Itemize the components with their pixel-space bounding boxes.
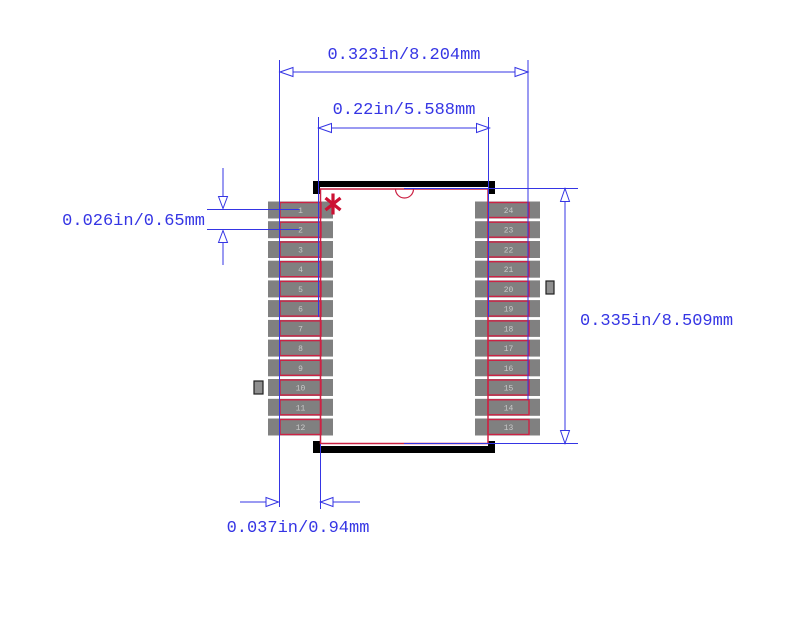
pin-number-21: 21 [504, 266, 514, 275]
pin-number-14: 14 [504, 404, 514, 413]
pad-left-11: 11 [268, 398, 333, 416]
pin-number-23: 23 [504, 227, 514, 236]
dim-overall-width-label: 0.323in/8.204mm [327, 46, 480, 65]
pad-left-6: 6 [268, 300, 333, 318]
pin1-asterisk-icon [324, 193, 342, 215]
dim-body-width-label: 0.22in/5.588mm [333, 101, 476, 120]
dim-pad-pitch: 0.026in/0.65mm [62, 168, 300, 265]
arrow-left-icon [316, 122, 332, 134]
package-bottom-edge-right-cap [488, 441, 495, 453]
pin1-notch-arc [394, 188, 415, 199]
pad-right-21: 21 [475, 260, 540, 278]
pad-left-5: 5 [268, 280, 333, 298]
pin-number-15: 15 [504, 385, 514, 394]
pad-left-4: 4 [268, 260, 333, 278]
arrow-right-icon [514, 66, 530, 78]
arrow-right-icon [265, 496, 280, 508]
pad-right-16: 16 [475, 359, 540, 377]
pad-left-8: 8 [268, 339, 333, 357]
package-outline [313, 181, 495, 453]
pad-left-3: 3 [268, 241, 333, 258]
arrow-down-icon [559, 430, 571, 446]
arrow-right-icon [476, 122, 492, 134]
pin-number-16: 16 [504, 365, 514, 374]
pad-left-7: 7 [268, 319, 333, 337]
pin-number-1: 1 [298, 207, 303, 216]
pad-right-19: 19 [475, 300, 540, 318]
pin-number-9: 9 [298, 365, 303, 374]
pad-left-12: 12 [268, 418, 333, 436]
pad-right-20: 20 [475, 280, 540, 298]
pin-number-4: 4 [298, 266, 303, 275]
pin-number-3: 3 [298, 247, 303, 256]
extension-lines [279, 60, 578, 509]
pin-number-6: 6 [298, 306, 303, 315]
dim-body-height-label: 0.335in/8.509mm [580, 312, 733, 331]
arrow-left-icon [319, 496, 334, 508]
arrow-up-icon [217, 229, 229, 243]
side-marker-right [545, 280, 555, 295]
pin-number-18: 18 [504, 325, 514, 334]
pad-right-22: 22 [475, 241, 540, 258]
package-bottom-edge [313, 446, 495, 453]
pin-number-20: 20 [504, 286, 514, 295]
arrow-left-icon [278, 66, 294, 78]
pin-number-8: 8 [298, 345, 303, 354]
package-bottom-edge-left-cap [313, 441, 320, 453]
pad-left-10: 10 [268, 379, 333, 396]
pin-number-24: 24 [504, 207, 514, 216]
pad-left-9: 9 [268, 359, 333, 377]
pin-number-7: 7 [298, 325, 303, 334]
component-body-outline [319, 188, 489, 445]
dim-lead-length-label: 0.037in/0.94mm [227, 519, 370, 538]
dim-body-height: 0.335in/8.509mm [559, 186, 733, 446]
pad-right-14: 14 [475, 398, 540, 416]
pad-right-17: 17 [475, 339, 540, 357]
pin-number-17: 17 [504, 345, 514, 354]
dim-body-width: 0.22in/5.588mm [316, 101, 492, 134]
pin-number-11: 11 [296, 404, 306, 413]
package-top-edge-left-cap [313, 181, 320, 194]
pin-number-12: 12 [296, 424, 306, 433]
pin-number-22: 22 [504, 247, 514, 256]
side-marker-left [253, 380, 264, 395]
pin-number-5: 5 [298, 286, 303, 295]
pad-right-13: 13 [475, 418, 540, 436]
pad-right-18: 18 [475, 319, 540, 337]
dim-pad-pitch-label: 0.026in/0.65mm [62, 212, 205, 231]
package-top-edge [313, 181, 495, 187]
pad-right-23: 23 [475, 221, 540, 239]
dim-overall-width: 0.323in/8.204mm [278, 46, 530, 78]
arrow-down-icon [217, 196, 229, 210]
pad-right-24: 24 [475, 201, 540, 219]
pin-number-2: 2 [298, 227, 303, 236]
package-top-edge-right-cap [488, 181, 495, 194]
pad-right-15: 15 [475, 379, 540, 396]
dim-lead-length: 0.037in/0.94mm [227, 496, 370, 538]
arrow-up-icon [559, 186, 571, 202]
pin-number-10: 10 [296, 385, 306, 394]
pin-number-19: 19 [504, 306, 514, 315]
pin-number-13: 13 [504, 424, 514, 433]
